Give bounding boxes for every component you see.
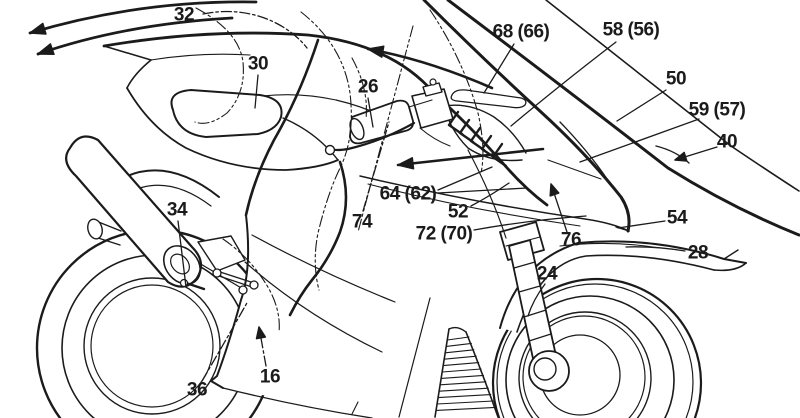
radiator-stripe [437, 394, 492, 399]
ref-label-24: 24 [536, 263, 558, 285]
arrowhead [29, 22, 47, 35]
leader-line [483, 43, 515, 94]
ref-label-76: 76 [560, 229, 582, 251]
ref-label-54: 54 [666, 207, 688, 229]
arrowhead [397, 157, 415, 170]
leader-line [616, 89, 667, 122]
leader-line [177, 220, 187, 288]
ref-label-72-70: 72 (70) [415, 223, 473, 245]
ref-label-34: 34 [166, 199, 188, 221]
radiator-stripe [439, 381, 487, 386]
radiator-stripe [435, 406, 497, 411]
radiator-stripe [441, 368, 482, 373]
ref-label-59-57: 59 (57) [688, 99, 746, 121]
leader-line [396, 147, 545, 167]
vent-slot [450, 89, 527, 109]
radiator-stripe [444, 349, 475, 354]
front-cowl [422, 0, 800, 237]
leader-line [201, 300, 249, 382]
radiator-stripe [445, 342, 472, 347]
ref-label-26: 26 [357, 76, 379, 98]
radiator-stripe [443, 355, 477, 360]
leader-line [617, 220, 666, 229]
radiator-stripe [442, 362, 480, 367]
leader-line [527, 283, 546, 317]
front-wheel [491, 277, 703, 418]
ref-label-74: 74 [351, 211, 373, 233]
arrowhead [37, 43, 55, 56]
leader-line [579, 118, 700, 163]
ref-label-64-62: 64 (62) [379, 183, 437, 205]
radiator-duct [398, 297, 499, 418]
leader-line [362, 121, 390, 212]
leader-line [625, 246, 686, 252]
leader-line [470, 182, 510, 207]
arrowhead [674, 151, 688, 162]
exhaust-muffler [65, 135, 203, 288]
ref-label-58-56: 58 (56) [602, 19, 660, 41]
footpeg-linkage [179, 235, 259, 295]
ref-label-16: 16 [259, 366, 281, 388]
radiator-stripe [440, 374, 485, 379]
leader-line [202, 10, 308, 49]
handlebar-assembly [324, 78, 507, 239]
leader-line [437, 166, 493, 191]
arrowhead [549, 183, 560, 197]
leader-line [367, 97, 374, 128]
leader-line [36, 16, 234, 56]
ref-label-28: 28 [687, 242, 709, 264]
ref-label-32: 32 [173, 4, 195, 26]
arrowhead [255, 326, 267, 340]
radiator-stripe [446, 336, 470, 341]
arrowhead [367, 45, 385, 58]
ref-label-36: 36 [186, 379, 208, 401]
radiator-stripe [438, 387, 489, 392]
ref-label-40: 40 [716, 131, 738, 153]
leader-line [437, 187, 528, 194]
leader-line [473, 215, 587, 231]
radiator-stripe [436, 400, 494, 405]
leader-line [28, 0, 258, 35]
ref-label-52: 52 [447, 201, 469, 223]
side-fairing-fill [211, 178, 432, 417]
ref-label-50: 50 [665, 68, 687, 90]
ref-label-30: 30 [247, 53, 269, 75]
leader-line [510, 41, 617, 127]
leader-line [254, 74, 259, 109]
annotation-layer [28, 0, 718, 382]
ref-label-68-66: 68 (66) [492, 21, 550, 43]
